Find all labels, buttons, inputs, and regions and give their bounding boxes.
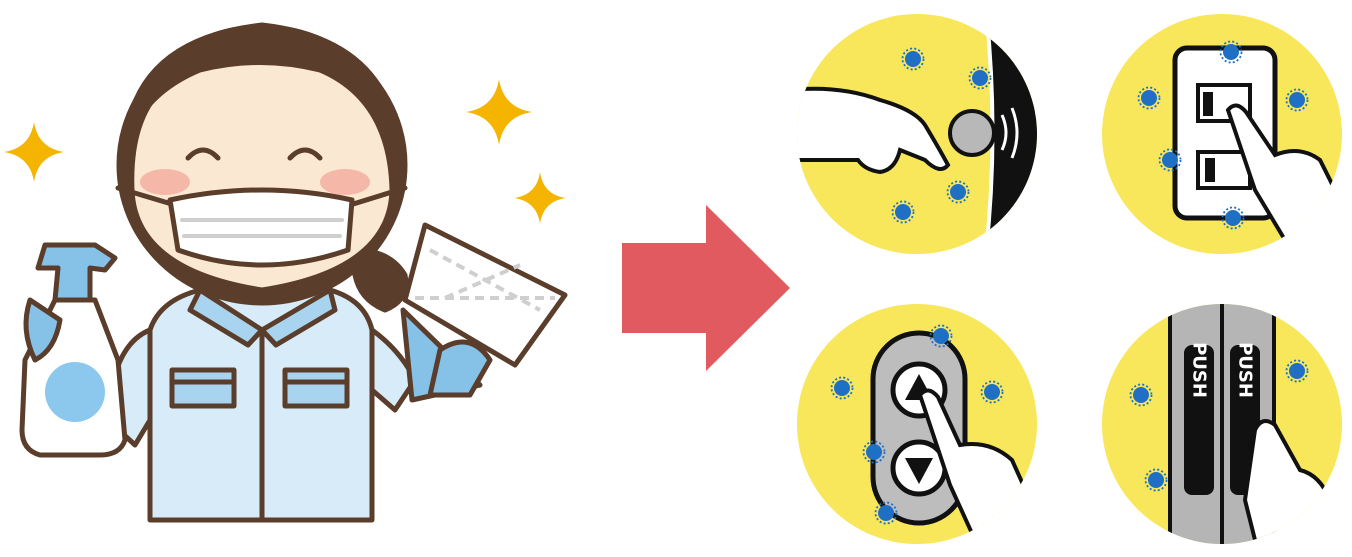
cleaning-cloth-icon: [400, 222, 568, 403]
elevator-button-icon: [797, 304, 1037, 544]
right-arrow-icon: [622, 205, 790, 371]
cleaning-worker: [105, 22, 418, 523]
push-label-left: PUSH: [1189, 342, 1210, 398]
light-switch-icon: [1102, 14, 1342, 254]
push-door-icon: PUSH PUSH: [1102, 304, 1342, 544]
push-label-right: PUSH: [1235, 342, 1256, 398]
doorbell-button-icon: [797, 14, 1037, 254]
spray-bottle-icon: [19, 242, 128, 458]
